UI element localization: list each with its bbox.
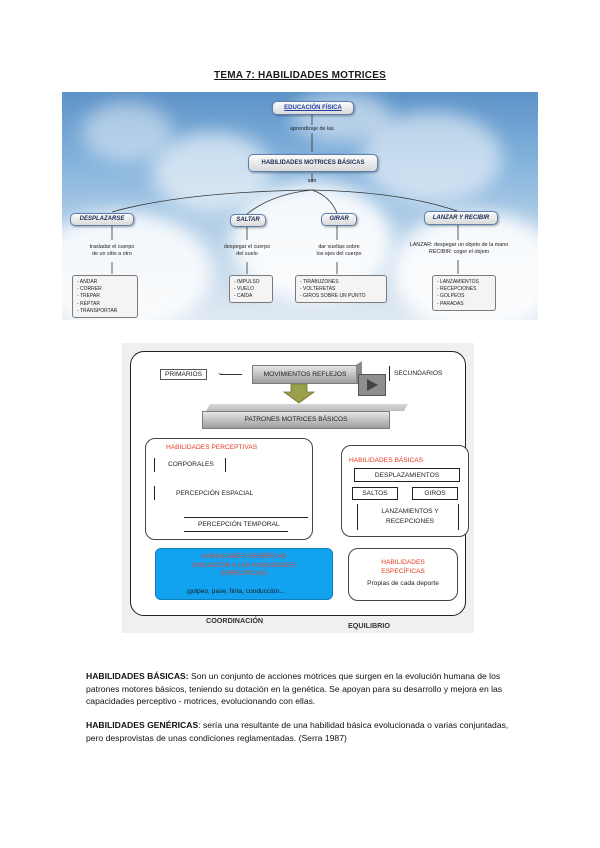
equilibrio-label: EQUILIBRIO xyxy=(348,621,390,630)
saltos-cell: SALTOS xyxy=(352,487,398,500)
arrow-left-icon: ← xyxy=(217,370,224,378)
percepcion-espacial-label: PERCEPCIÓN ESPACIAL xyxy=(176,490,253,497)
term-habilidades-genericas: HABILIDADES GENÉRICAS xyxy=(86,720,198,730)
temporal-bottom-line xyxy=(184,531,288,532)
paragraph-habilidades-genericas: HABILIDADES GENÉRICAS: sería una resulta… xyxy=(86,719,516,744)
concept-lanzar-list: - LANZAMIENTOS- RECEPCIONES- GOLPEOS- PA… xyxy=(432,275,496,311)
lanz-tick-left xyxy=(357,504,358,530)
coordinacion-label: COORDINACIÓN xyxy=(206,616,263,625)
secundarios-label: SECUNDARIOS xyxy=(394,370,442,377)
concept-saltar: SALTAR xyxy=(230,214,266,227)
page-title: TEMA 7: HABILIDADES MOTRICES xyxy=(0,70,600,81)
concept-saltar-list: - IMPULSO- VUELO- CAÍDA xyxy=(229,275,273,303)
giros-cell: GIROS xyxy=(412,487,458,500)
concept-educacion-fisica: EDUCACIÓN FÍSICA xyxy=(272,101,354,115)
down-arrow-icon xyxy=(282,384,316,404)
concept-girar: GIRAR xyxy=(321,213,357,226)
concept-lanzar-y-recibir: LANZAR Y RECIBIR xyxy=(424,211,498,225)
basicas-title: HABILIDADES BÁSICAS xyxy=(349,457,423,464)
genericas-examples: ¡golpeo, pase, finta, conducción... xyxy=(186,588,285,595)
play-icon xyxy=(358,374,386,396)
genericas-title: HABILIDADES GENÉRICAS (INICIACIÓN A LAS … xyxy=(155,553,333,579)
term-habilidades-basicas: HABILIDADES BÁSICAS: xyxy=(86,671,189,681)
perceptivas-tick-2 xyxy=(225,458,226,472)
paragraph-habilidades-basicas: HABILIDADES BÁSICAS: Son un conjunto de … xyxy=(86,670,516,708)
patrones-bar-top xyxy=(206,404,408,411)
concept-connector-aprendizaje: aprendizaje de las xyxy=(262,126,362,133)
perceptivas-tick-3 xyxy=(154,486,155,500)
temporal-top-line xyxy=(184,517,308,518)
secundarios-tick-line xyxy=(389,366,390,381)
concept-desplazarse-list: - ANDAR- CORRER- TREPAR- REPTAR- TRANSPO… xyxy=(72,275,138,318)
concept-map-image: EDUCACIÓN FÍSICA aprendizaje de las HABI… xyxy=(62,92,538,320)
primarios-label: PRIMARIOS xyxy=(160,369,207,380)
percepcion-temporal-label: PERCEPCIÓN TEMPORAL xyxy=(198,521,280,528)
concept-habilidades-motrices-basicas: HABILIDADES MOTRICES BÁSICAS xyxy=(248,154,378,172)
perceptivas-tick-1 xyxy=(154,458,155,472)
lanz-tick-right xyxy=(458,504,459,530)
concept-desplazarse: DESPLAZARSE xyxy=(70,213,134,226)
movimientos-reflejos-bar: MOVIMIENTOS REFLEJOS xyxy=(252,365,358,384)
corporales-label: CORPORALES xyxy=(168,461,214,468)
perceptivas-title: HABILIDADES PERCEPTIVAS xyxy=(166,444,257,451)
concept-girar-list: - TIRABUZONES- VOLTERETAS- GIROS SOBRE U… xyxy=(295,275,387,303)
patrones-motrices-bar: PATRONES MOTRICES BÁSICOS xyxy=(202,411,390,429)
concept-connector-son: son xyxy=(300,178,324,185)
especificas-desc: Propias de cada deporte xyxy=(348,580,458,587)
desplazamientos-cell: DESPLAZAMIENTOS xyxy=(354,468,460,482)
